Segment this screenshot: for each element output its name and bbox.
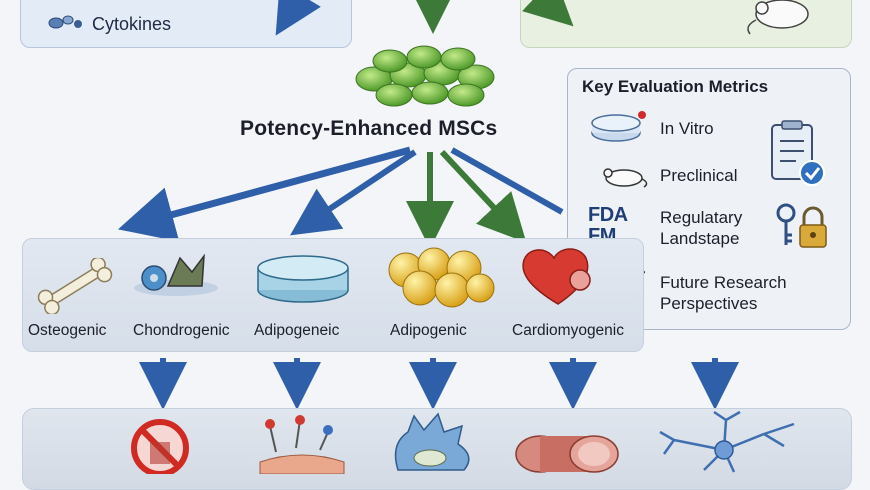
label-cardiomyogenic: Cardiomyogenic (512, 322, 624, 339)
arrow-top-left (275, 0, 321, 36)
label-adipogenic: Adipogenic (390, 322, 467, 339)
cytokines-label: Cytokines (92, 14, 172, 34)
arrow-top-right (522, 0, 574, 27)
msc-cell-cluster (355, 45, 495, 107)
arrow-to-cardio (450, 147, 564, 215)
metric-future-research: Future Research Perspectives (660, 273, 787, 313)
petri-dish-icon (591, 111, 646, 142)
metrics-title: Key Evaluation Metrics (582, 77, 769, 96)
mouse-top-icon (747, 0, 809, 35)
arrow-to-osteogenic (117, 146, 411, 242)
metric-regulatory: Regulatary Landstape (660, 208, 743, 248)
tissue-molecules-icon (259, 415, 345, 474)
metric-in-vitro: In Vitro (660, 119, 714, 138)
neuron-icon (659, 410, 795, 473)
heart-icon (522, 248, 591, 305)
lock-key-icon (776, 203, 827, 248)
metric-preclinical: Preclinical (660, 166, 738, 185)
fat-disc-icon (257, 255, 349, 303)
label-osteogenic: Osteogenic (28, 322, 107, 339)
bone-icon (37, 258, 113, 314)
label-adipogeneic: Adipogeneic (254, 322, 340, 339)
msc-title: Potency-Enhanced MSCs (240, 117, 498, 140)
fat-cells-icon (388, 247, 495, 308)
arrow-to-chondrogenic (290, 149, 417, 236)
cytokine-molecules-icon (48, 15, 82, 29)
flow-arrows (117, 0, 739, 410)
label-chondrogenic: Chondrogenic (133, 322, 230, 339)
immune-cell-icon (394, 412, 470, 471)
clipboard-check-icon (771, 120, 825, 186)
mouse-icon (603, 168, 648, 188)
arrow-to-adipogenic (439, 149, 527, 243)
muscle-tissue-icon (515, 435, 619, 473)
no-disease-icon (131, 419, 189, 474)
cartilage-icon (134, 253, 218, 296)
